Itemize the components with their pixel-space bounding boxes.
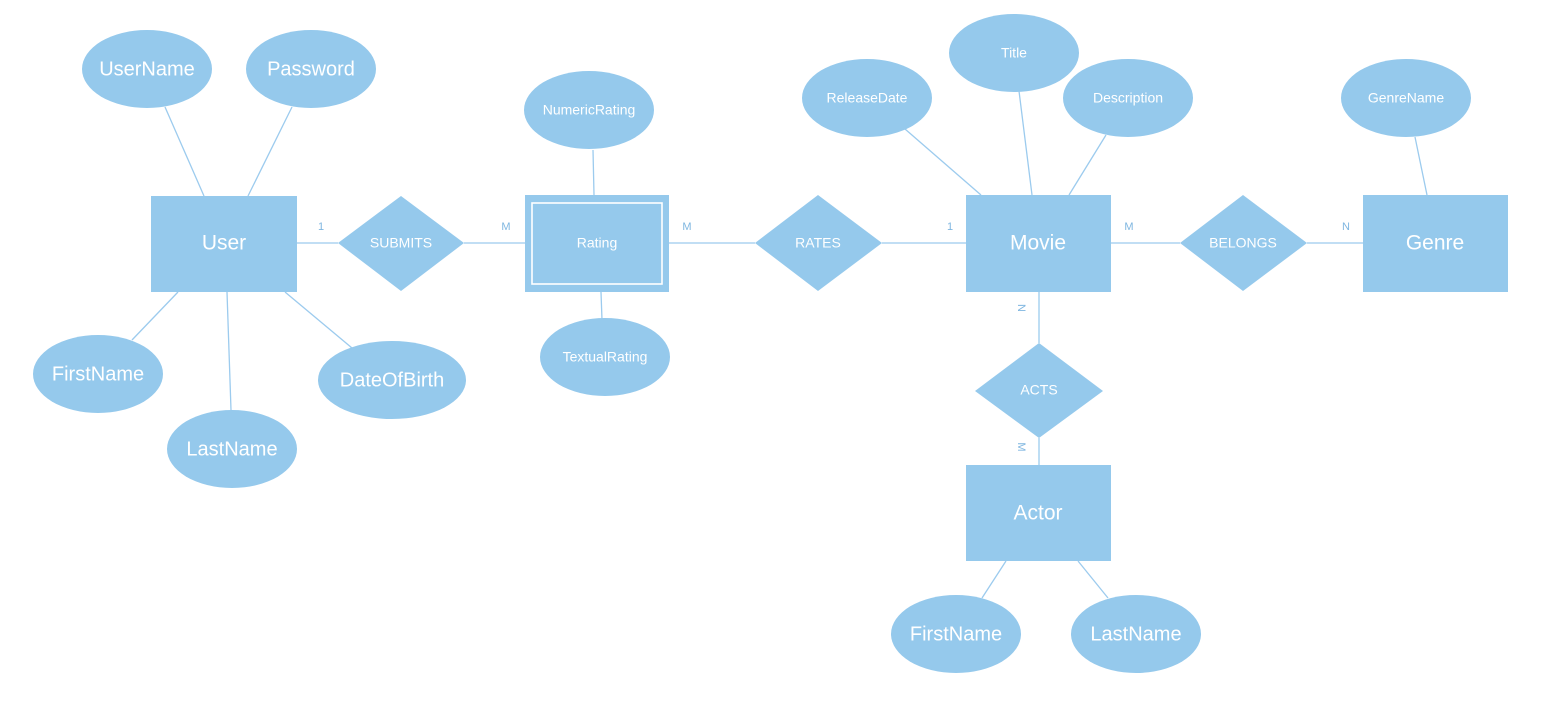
relationship-rates[interactable]: RATES [755, 195, 882, 291]
attribute-movie-title-label: Title [1001, 45, 1027, 61]
attribute-actor-firstname-label: FirstName [910, 623, 1002, 645]
attribute-genre-genrename[interactable]: GenreName [1341, 59, 1471, 137]
cardinalities: 1 M M 1 M N N M [318, 221, 1350, 452]
connector-movie-title [1018, 90, 1033, 196]
connector-user-firstname [131, 291, 179, 341]
cardinality-user-submits: 1 [318, 221, 324, 233]
attribute-user-firstname-label: FirstName [52, 363, 144, 385]
attribute-user-username-label: UserName [99, 58, 195, 80]
attribute-user-password-label: Password [267, 58, 355, 80]
attribute-user-lastname[interactable]: LastName [167, 410, 297, 488]
entity-genre-label: Genre [1406, 232, 1464, 255]
entity-rating[interactable]: Rating [525, 195, 669, 292]
entity-genre[interactable]: Genre [1363, 195, 1508, 292]
connector-movie-releasedate [904, 128, 982, 196]
attribute-user-firstname[interactable]: FirstName [33, 335, 163, 413]
cardinality-belongs-genre: N [1342, 221, 1350, 233]
cardinality-acts-actor: M [1015, 442, 1027, 451]
attribute-actor-lastname-label: LastName [1090, 623, 1181, 645]
relationship-acts-label: ACTS [1020, 382, 1057, 398]
connector-rating-numeric [592, 149, 595, 196]
relationship-submits[interactable]: SUBMITS [338, 196, 464, 291]
connectors [131, 90, 1428, 599]
connector-rating-textual [600, 291, 603, 321]
connector-genre-genrename [1414, 136, 1428, 196]
relationship-belongs-label: BELONGS [1209, 235, 1277, 251]
relationship-rates-label: RATES [795, 235, 841, 251]
attribute-movie-title[interactable]: Title [949, 14, 1079, 92]
attribute-user-dateofbirth[interactable]: DateOfBirth [318, 341, 466, 419]
connector-actor-firstname [981, 560, 1007, 599]
attribute-rating-numeric-label: NumericRating [543, 102, 636, 118]
connector-user-password [247, 106, 293, 197]
attribute-movie-description-label: Description [1093, 90, 1163, 106]
entity-user[interactable]: User [151, 196, 297, 292]
weak-entity-inner-border [531, 202, 663, 285]
connector-movie-description [1068, 134, 1107, 196]
cardinality-submits-rating: M [501, 221, 510, 233]
entity-actor[interactable]: Actor [966, 465, 1111, 561]
relationship-belongs[interactable]: BELONGS [1180, 195, 1307, 291]
attribute-genre-genrename-label: GenreName [1368, 90, 1444, 106]
attribute-user-password[interactable]: Password [246, 30, 376, 108]
entity-movie-label: Movie [1010, 232, 1066, 255]
attribute-user-lastname-label: LastName [186, 438, 277, 460]
entity-movie[interactable]: Movie [966, 195, 1111, 292]
connector-user-dateofbirth [284, 291, 353, 349]
attribute-rating-textual-label: TextualRating [563, 349, 648, 365]
entity-user-label: User [202, 232, 246, 255]
connector-user-lastname [226, 291, 232, 411]
cardinality-rating-rates: M [682, 221, 691, 233]
entity-actor-label: Actor [1013, 502, 1062, 525]
cardinality-movie-acts: N [1015, 304, 1027, 312]
cardinality-movie-belongs: M [1124, 221, 1133, 233]
relationship-submits-label: SUBMITS [370, 235, 432, 251]
relationship-acts[interactable]: ACTS [975, 343, 1103, 438]
attribute-movie-releasedate-label: ReleaseDate [827, 90, 908, 106]
connector-actor-lastname [1077, 560, 1109, 599]
attribute-actor-lastname[interactable]: LastName [1071, 595, 1201, 673]
attribute-rating-numeric[interactable]: NumericRating [524, 71, 654, 149]
attribute-user-username[interactable]: UserName [82, 30, 212, 108]
attribute-user-dateofbirth-label: DateOfBirth [340, 369, 444, 391]
entity-rating-label: Rating [577, 235, 617, 251]
connector-user-username [164, 106, 205, 197]
attribute-movie-releasedate[interactable]: ReleaseDate [802, 59, 932, 137]
attribute-actor-firstname[interactable]: FirstName [891, 595, 1021, 673]
attribute-movie-description[interactable]: Description [1063, 59, 1193, 137]
attribute-rating-textual[interactable]: TextualRating [540, 318, 670, 396]
cardinality-rates-movie: 1 [947, 221, 953, 233]
